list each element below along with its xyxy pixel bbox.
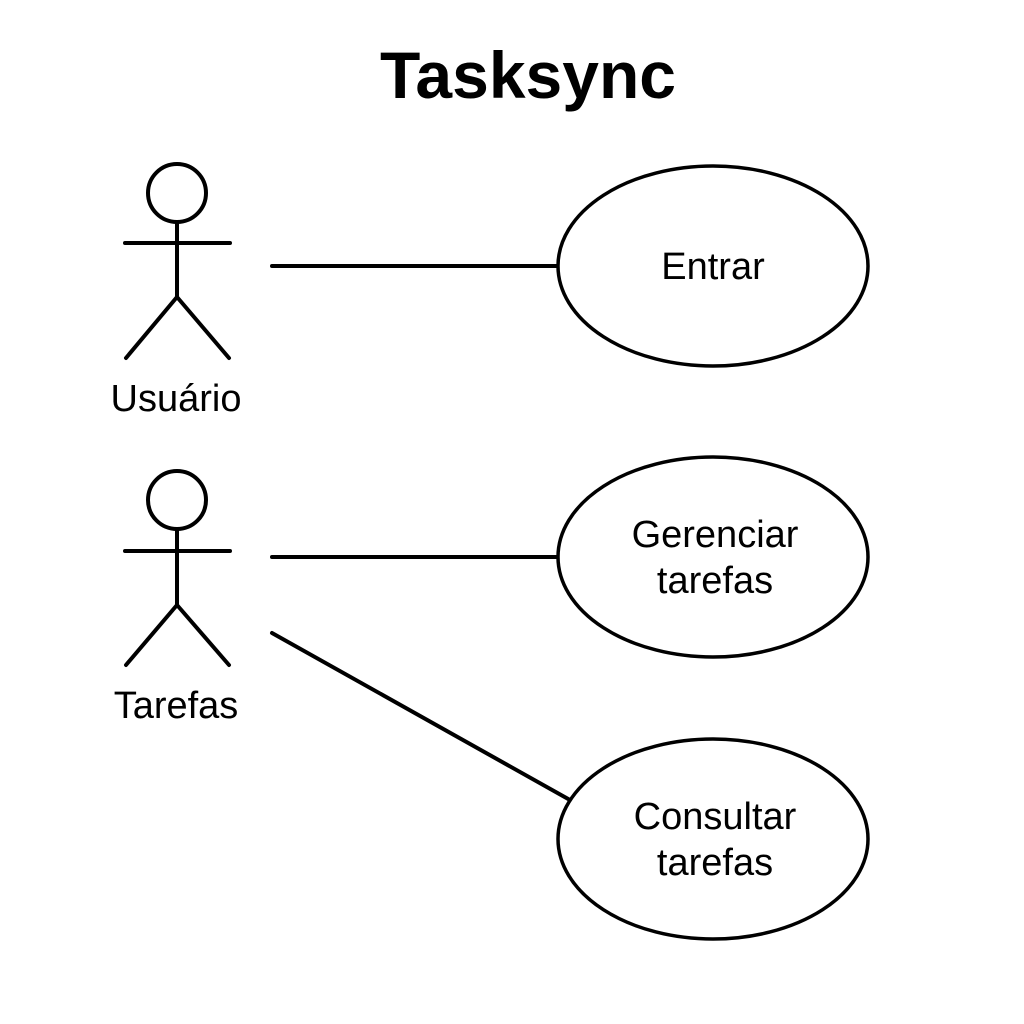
use-case-label-gerenciar-line1: Gerenciar [632, 514, 799, 556]
association-tarefas-consultar [270, 631, 572, 802]
use-case-ellipse [556, 455, 870, 659]
use-case-entrar: Entrar [556, 164, 870, 368]
use-case-label-entrar: Entrar [661, 246, 765, 288]
use-case-label-consultar-line2: tarefas [657, 842, 773, 884]
actor-label-usuario: Usuário [111, 378, 242, 420]
use-case-consultar-tarefas: Consultar tarefas [556, 737, 870, 941]
use-case-ellipse [556, 164, 870, 368]
actor-right-leg [175, 603, 231, 667]
use-case-label-gerenciar-line2: tarefas [657, 560, 773, 602]
actor-usuario: Usuário [111, 162, 242, 420]
actor-right-leg [175, 295, 231, 360]
actor-tarefas: Tarefas [114, 469, 239, 727]
use-case-label-consultar-line1: Consultar [634, 796, 797, 838]
stick-figure-icon [123, 469, 232, 667]
actor-left-leg [124, 295, 179, 360]
diagram-title: Tasksync [380, 38, 676, 112]
stick-figure-icon [123, 162, 232, 360]
actor-head [146, 162, 208, 224]
actor-head [146, 469, 208, 531]
actor-label-tarefas: Tarefas [114, 685, 239, 727]
use-case-ellipse [556, 737, 870, 941]
actor-left-leg [124, 603, 179, 667]
use-case-gerenciar-tarefas: Gerenciar tarefas [556, 455, 870, 659]
